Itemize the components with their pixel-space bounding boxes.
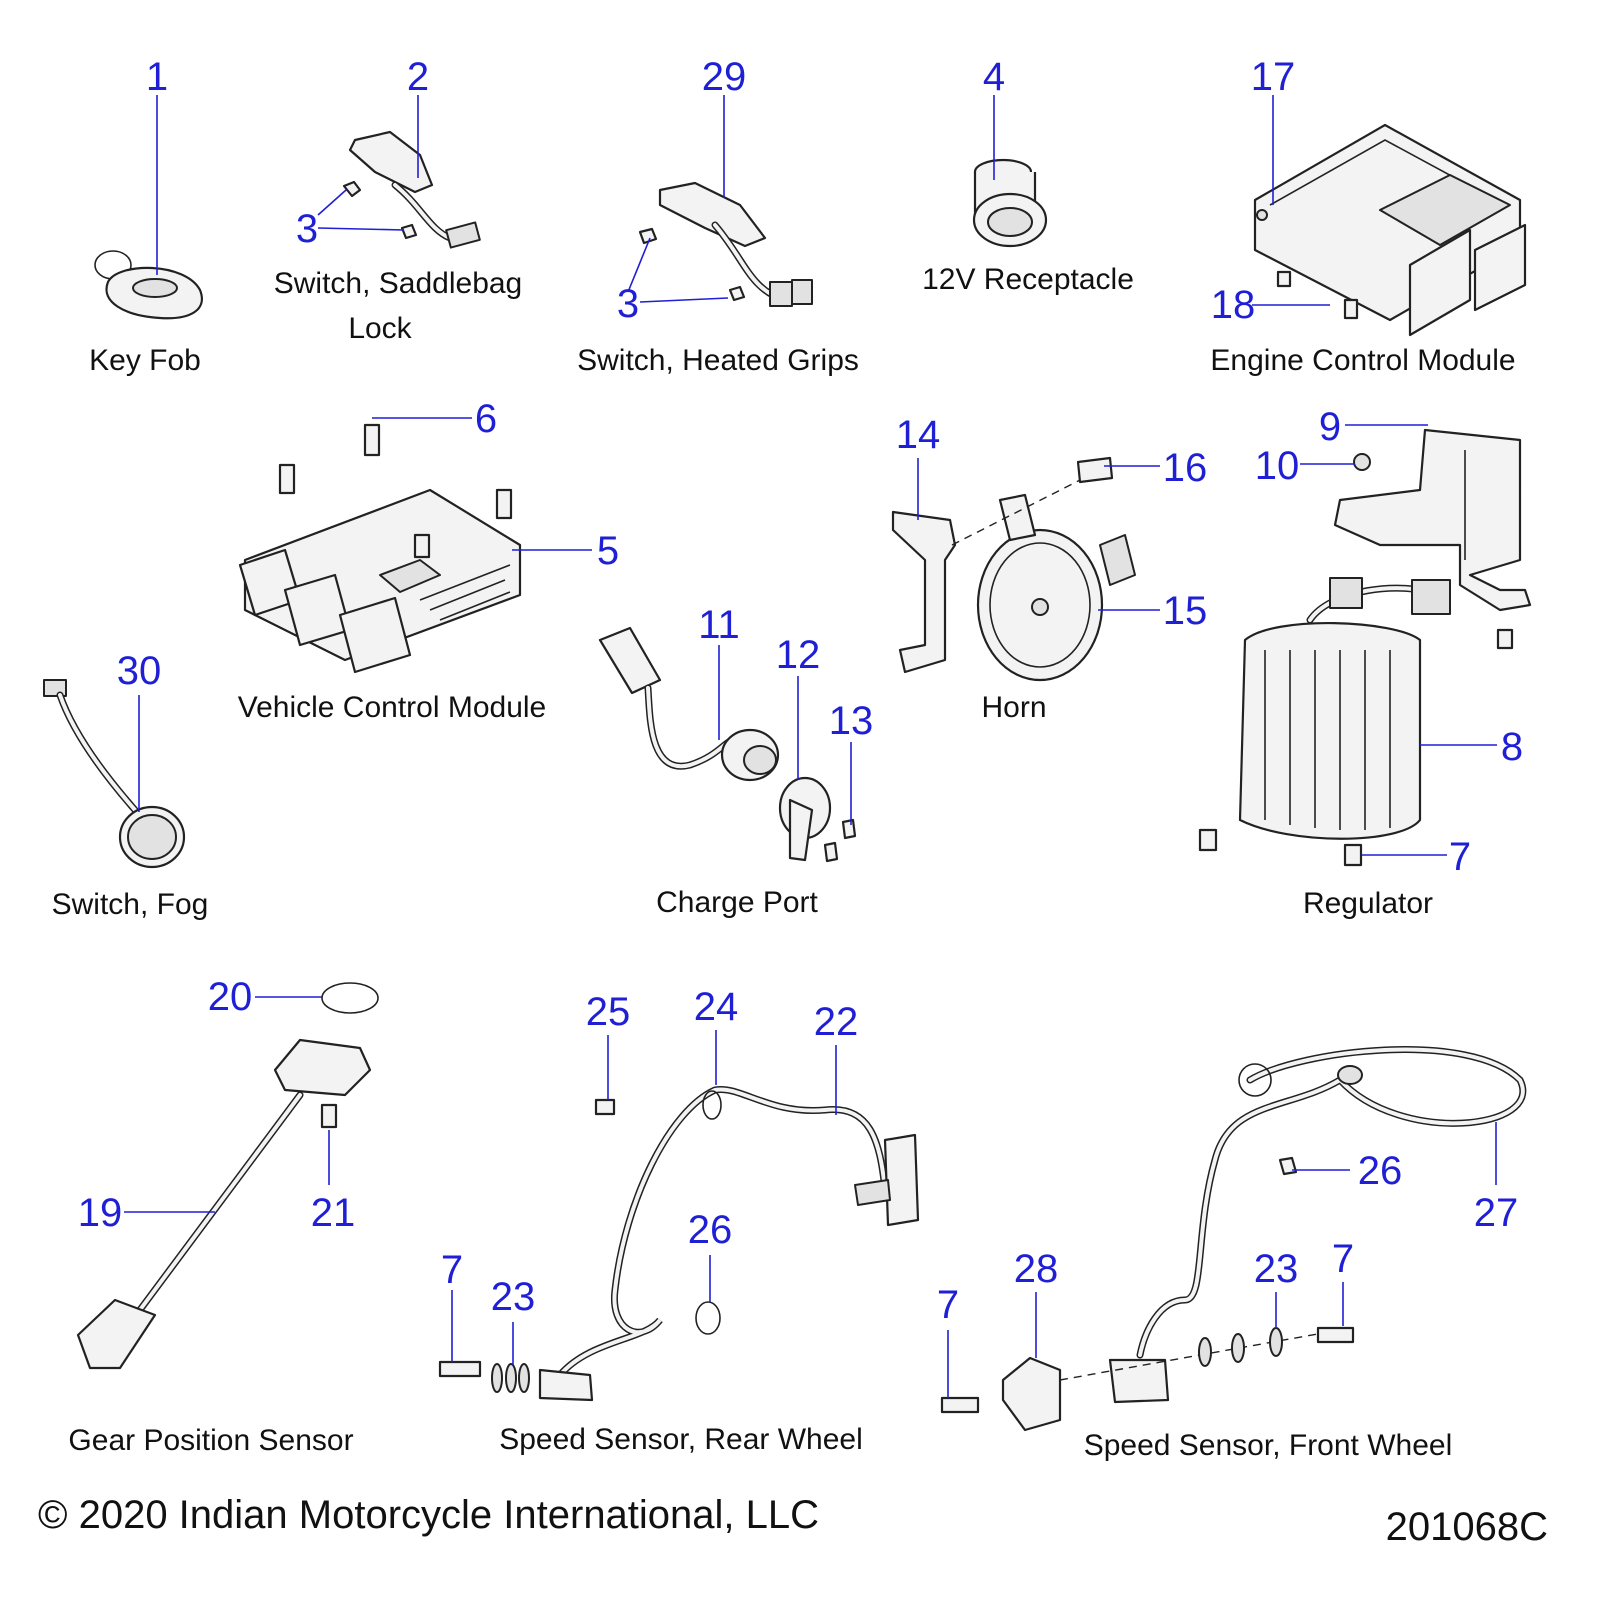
- callout-20: 20: [208, 975, 253, 1019]
- caption-regulator: Regulator: [1303, 887, 1433, 920]
- saddlebag-switch-drawing: [342, 130, 481, 249]
- callout-26-front: 26: [1358, 1149, 1403, 1193]
- caption-front-sensor: Speed Sensor, Front Wheel: [1084, 1429, 1453, 1462]
- front-speed-sensor-drawing: [940, 1046, 1527, 1432]
- charge-port-drawing: [598, 626, 857, 863]
- callout-17: 17: [1251, 55, 1296, 99]
- horn-drawing: [891, 456, 1136, 682]
- callout-1: 1: [146, 55, 168, 99]
- leader-lines: [124, 95, 1497, 1398]
- callout-2: 2: [407, 55, 429, 99]
- gear-sensor-drawing: [76, 982, 379, 1370]
- caption-key-fob: Key Fob: [89, 344, 201, 377]
- callout-16: 16: [1163, 446, 1208, 490]
- callout-7-regulator: 7: [1449, 835, 1471, 879]
- callout-24: 24: [694, 985, 739, 1029]
- callout-14: 14: [896, 413, 941, 457]
- caption-charge-port: Charge Port: [656, 886, 818, 919]
- callout-28: 28: [1014, 1247, 1059, 1291]
- callout-3-heated-grips: 3: [617, 282, 639, 326]
- callout-15: 15: [1163, 589, 1208, 633]
- callout-7-front-left: 7: [937, 1283, 959, 1327]
- key-fob-drawing: [94, 250, 203, 320]
- callout-27: 27: [1474, 1191, 1519, 1235]
- caption-gear-sensor: Gear Position Sensor: [68, 1424, 353, 1457]
- caption-horn: Horn: [981, 691, 1046, 724]
- callout-12: 12: [776, 633, 821, 677]
- caption-fog: Switch, Fog: [52, 888, 209, 921]
- callout-11: 11: [698, 603, 740, 647]
- caption-receptacle: 12V Receptacle: [922, 263, 1134, 296]
- receptacle-drawing: [972, 158, 1048, 248]
- callout-21: 21: [311, 1191, 356, 1235]
- callout-3-saddlebag: 3: [296, 207, 318, 251]
- callout-7-rear: 7: [441, 1248, 463, 1292]
- callout-13: 13: [829, 699, 874, 743]
- rear-speed-sensor-drawing: [438, 1085, 920, 1402]
- callout-4: 4: [983, 55, 1005, 99]
- callout-10: 10: [1255, 444, 1300, 488]
- callout-numbers: 1 2 3 29 3 4 17 18 6 5 14 16 15 9 10 30 …: [78, 55, 1523, 1327]
- caption-vcm: Vehicle Control Module: [238, 691, 547, 724]
- caption-ecm: Engine Control Module: [1210, 344, 1515, 377]
- caption-saddlebag-line1: Switch, Saddlebag: [274, 267, 523, 300]
- callout-19: 19: [78, 1191, 123, 1235]
- drawing-number: 201068C: [1386, 1505, 1548, 1549]
- callout-18: 18: [1211, 283, 1256, 327]
- caption-rear-sensor: Speed Sensor, Rear Wheel: [499, 1423, 863, 1456]
- caption-saddlebag-line2: Lock: [348, 312, 412, 345]
- callout-8: 8: [1501, 725, 1523, 769]
- callout-9: 9: [1319, 405, 1341, 449]
- vcm-drawing: [238, 423, 522, 674]
- callout-6: 6: [475, 397, 497, 441]
- callout-23-front: 23: [1254, 1247, 1299, 1291]
- heated-grips-switch-drawing: [638, 181, 813, 307]
- callout-25: 25: [586, 990, 631, 1034]
- callout-30: 30: [117, 649, 162, 693]
- regulator-drawing: [1198, 428, 1532, 867]
- callout-22: 22: [814, 1000, 859, 1044]
- callout-5: 5: [597, 529, 619, 573]
- callout-26-rear: 26: [688, 1208, 733, 1252]
- callout-29: 29: [702, 55, 747, 99]
- copyright-notice: © 2020 Indian Motorcycle International, …: [38, 1493, 819, 1537]
- callout-23-rear: 23: [491, 1275, 536, 1319]
- callout-7-front-right: 7: [1332, 1237, 1354, 1281]
- ecm-drawing: [1253, 123, 1527, 337]
- fog-switch-drawing: [43, 679, 186, 869]
- captions: Key Fob Switch, Saddlebag Lock Switch, H…: [52, 263, 1516, 1462]
- caption-heated-grips: Switch, Heated Grips: [577, 344, 859, 377]
